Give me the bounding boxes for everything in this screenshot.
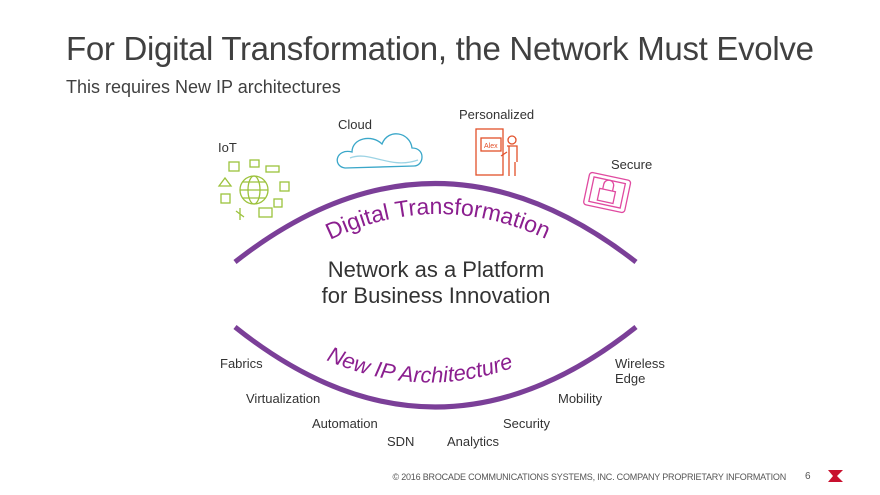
label-mobility: Mobility [558, 391, 603, 406]
label-analytics: Analytics [447, 434, 500, 449]
center-line-2: for Business Innovation [321, 283, 551, 308]
label-fabrics: Fabrics [220, 356, 263, 371]
brocade-logo [828, 470, 843, 482]
secure-lock-icon [583, 171, 632, 214]
cloud-icon [336, 133, 423, 169]
bottom-arc [233, 325, 638, 410]
arc-bottom-text: New IP Architecture [324, 342, 515, 388]
label-secure: Secure [611, 157, 653, 172]
label-virtualization: Virtualization [246, 391, 321, 406]
label-sdn: SDN [387, 434, 415, 449]
top-arc [233, 181, 638, 264]
slide-title: For Digital Transformation, the Network … [66, 30, 814, 67]
presenter-sign-text: Alex [484, 143, 498, 150]
footer-copyright: © 2016 BROCADE COMMUNICATIONS SYSTEMS, I… [392, 472, 786, 482]
iot-globe-icon [217, 159, 290, 220]
slide-subtitle: This requires New IP architectures [66, 77, 341, 97]
page-number: 6 [805, 471, 811, 482]
label-automation: Automation [312, 416, 378, 431]
label-security: Security [503, 416, 550, 431]
label-cloud: Cloud [338, 117, 372, 132]
label-wireless: Wireless [615, 356, 665, 371]
personalized-presenter-icon: Alex [475, 128, 518, 176]
label-personalized: Personalized [459, 107, 535, 122]
label-edge: Edge [615, 371, 646, 386]
label-iot: IoT [218, 140, 237, 155]
center-line-1: Network as a Platform [327, 257, 545, 282]
arc-top-text: Digital Transformation [321, 193, 554, 244]
